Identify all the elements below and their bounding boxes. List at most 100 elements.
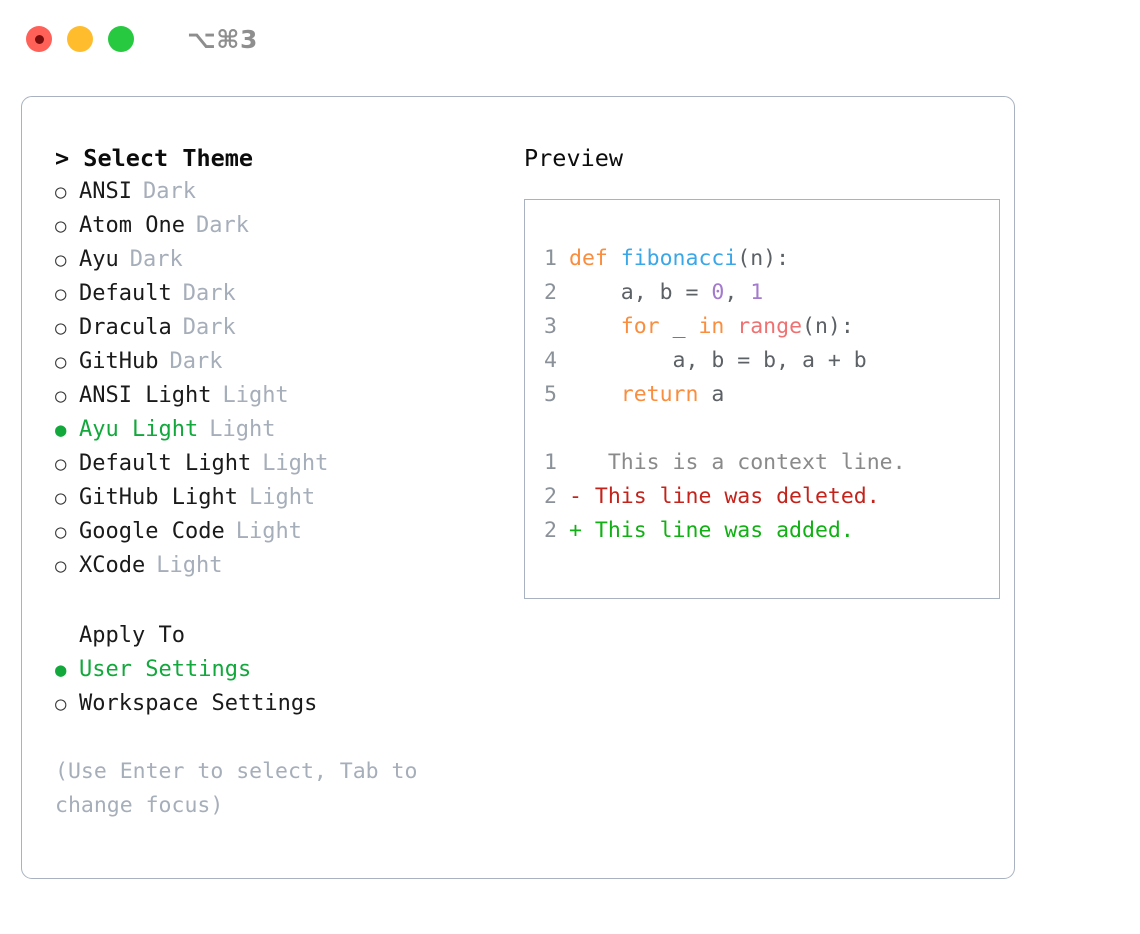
theme-option-label: Ayu	[79, 247, 119, 272]
close-button[interactable]	[26, 26, 52, 52]
minimize-button[interactable]	[67, 26, 93, 52]
code-token: return	[569, 382, 712, 407]
theme-option-atom-one[interactable]: ○ Atom One Dark	[55, 209, 506, 243]
radio-unselected-icon: ○	[55, 385, 67, 407]
theme-variant-tag: Light	[248, 485, 316, 510]
radio-unselected-icon: ○	[55, 555, 67, 577]
code-line: 4 a, b = b, a + b	[525, 344, 999, 378]
preview-title: Preview	[524, 144, 624, 172]
theme-option-label: Default	[79, 281, 172, 306]
code-token: fibonacci	[620, 246, 738, 271]
code-line-content: a, b = 0, 1	[569, 276, 763, 310]
apply-to-header: Apply To	[79, 623, 185, 648]
code-token: (n):	[737, 246, 790, 271]
radio-unselected-icon: ○	[55, 521, 67, 543]
code-token: _	[672, 314, 699, 339]
theme-option-label: ANSI Light	[79, 383, 212, 408]
title-bar: ⌥⌘3	[0, 0, 1140, 78]
theme-option-label: Default Light	[79, 451, 252, 476]
code-line-content: a, b = b, a + b	[569, 344, 867, 378]
theme-variant-tag: Light	[262, 451, 329, 476]
diff-line: 1 This is a context line.	[525, 446, 999, 480]
theme-variant-tag: Dark	[195, 213, 249, 238]
theme-option-github-light[interactable]: ○ GitHub Light Light	[55, 481, 506, 515]
apply-to-option-user-settings[interactable]: ●User Settings	[55, 653, 506, 687]
diff-line-content: - This line was deleted.	[569, 480, 880, 514]
line-number: 1	[544, 246, 557, 271]
code-token: 0	[711, 280, 725, 305]
code-token: a	[711, 382, 725, 407]
code-token: ,	[724, 280, 751, 305]
theme-variant-tag: Light	[156, 553, 223, 578]
diff-marker: -	[569, 484, 582, 509]
theme-option-github[interactable]: ○ GitHub Dark	[55, 345, 506, 379]
theme-option-ayu-light[interactable]: ● Ayu Light Light	[55, 413, 506, 447]
line-number: 2	[544, 484, 557, 509]
diff-sample: 1 This is a context line.2- This line wa…	[525, 446, 999, 548]
theme-option-label: Google Code	[79, 519, 225, 544]
theme-variant-tag: Light	[209, 417, 276, 442]
diff-line: 2- This line was deleted.	[525, 480, 999, 514]
code-line: 3 for _ in range(n):	[525, 310, 999, 344]
radio-unselected-icon: ○	[55, 181, 67, 203]
select-theme-header: > Select Theme	[55, 144, 254, 172]
code-token: def	[569, 246, 621, 271]
code-line: 5 return a	[525, 378, 999, 412]
theme-option-ayu[interactable]: ○ Ayu Dark	[55, 243, 506, 277]
code-token: 1	[750, 280, 764, 305]
radio-unselected-icon: ○	[55, 351, 67, 373]
theme-option-label: GitHub	[79, 349, 159, 374]
diff-marker: +	[569, 518, 582, 543]
close-icon	[34, 34, 44, 44]
code-line: 2 a, b = 0, 1	[525, 276, 999, 310]
diff-marker	[569, 450, 582, 475]
diff-text: This line was added.	[581, 518, 854, 543]
diff-text: This line was deleted.	[581, 484, 880, 509]
code-token: for	[569, 314, 673, 339]
radio-unselected-icon: ○	[55, 249, 67, 271]
radio-selected-icon: ●	[55, 419, 67, 441]
diff-line: 2+ This line was added.	[525, 514, 999, 548]
radio-unselected-icon: ○	[55, 283, 67, 305]
diff-line-content: This is a context line.	[569, 446, 906, 480]
theme-option-label: Ayu Light	[79, 417, 199, 442]
code-token: a, b =	[569, 280, 712, 305]
theme-option-label: GitHub Light	[79, 485, 238, 510]
theme-variant-tag: Dark	[169, 349, 223, 374]
radio-unselected-icon: ○	[55, 317, 67, 339]
diff-line-content: + This line was added.	[569, 514, 854, 548]
radio-unselected-icon: ○	[55, 215, 67, 237]
code-token: (n):	[802, 314, 854, 339]
apply-to-option-workspace-settings[interactable]: ○ Workspace Settings	[55, 687, 506, 721]
apply-to-list[interactable]: ●User Settings ○ Workspace Settings	[55, 653, 506, 721]
line-number: 2	[544, 280, 557, 305]
apply-to-option-label: User Settings	[79, 657, 252, 682]
theme-variant-tag: Dark	[142, 179, 196, 204]
theme-option-label: Atom One	[79, 213, 185, 238]
zoom-button[interactable]	[108, 26, 134, 52]
theme-variant-tag: Dark	[182, 315, 236, 340]
code-line-content: def fibonacci(n):	[569, 242, 789, 276]
theme-variant-tag: Dark	[129, 247, 183, 272]
theme-option-label: XCode	[79, 553, 146, 578]
line-number: 5	[544, 382, 557, 407]
radio-unselected-icon: ○	[55, 693, 67, 715]
line-number: 4	[544, 348, 557, 373]
apply-to-option-label: Workspace Settings	[79, 691, 318, 716]
code-token: in	[698, 314, 738, 339]
radio-unselected-icon: ○	[55, 487, 67, 509]
theme-option-xcode[interactable]: ○ XCode Light	[55, 549, 506, 583]
